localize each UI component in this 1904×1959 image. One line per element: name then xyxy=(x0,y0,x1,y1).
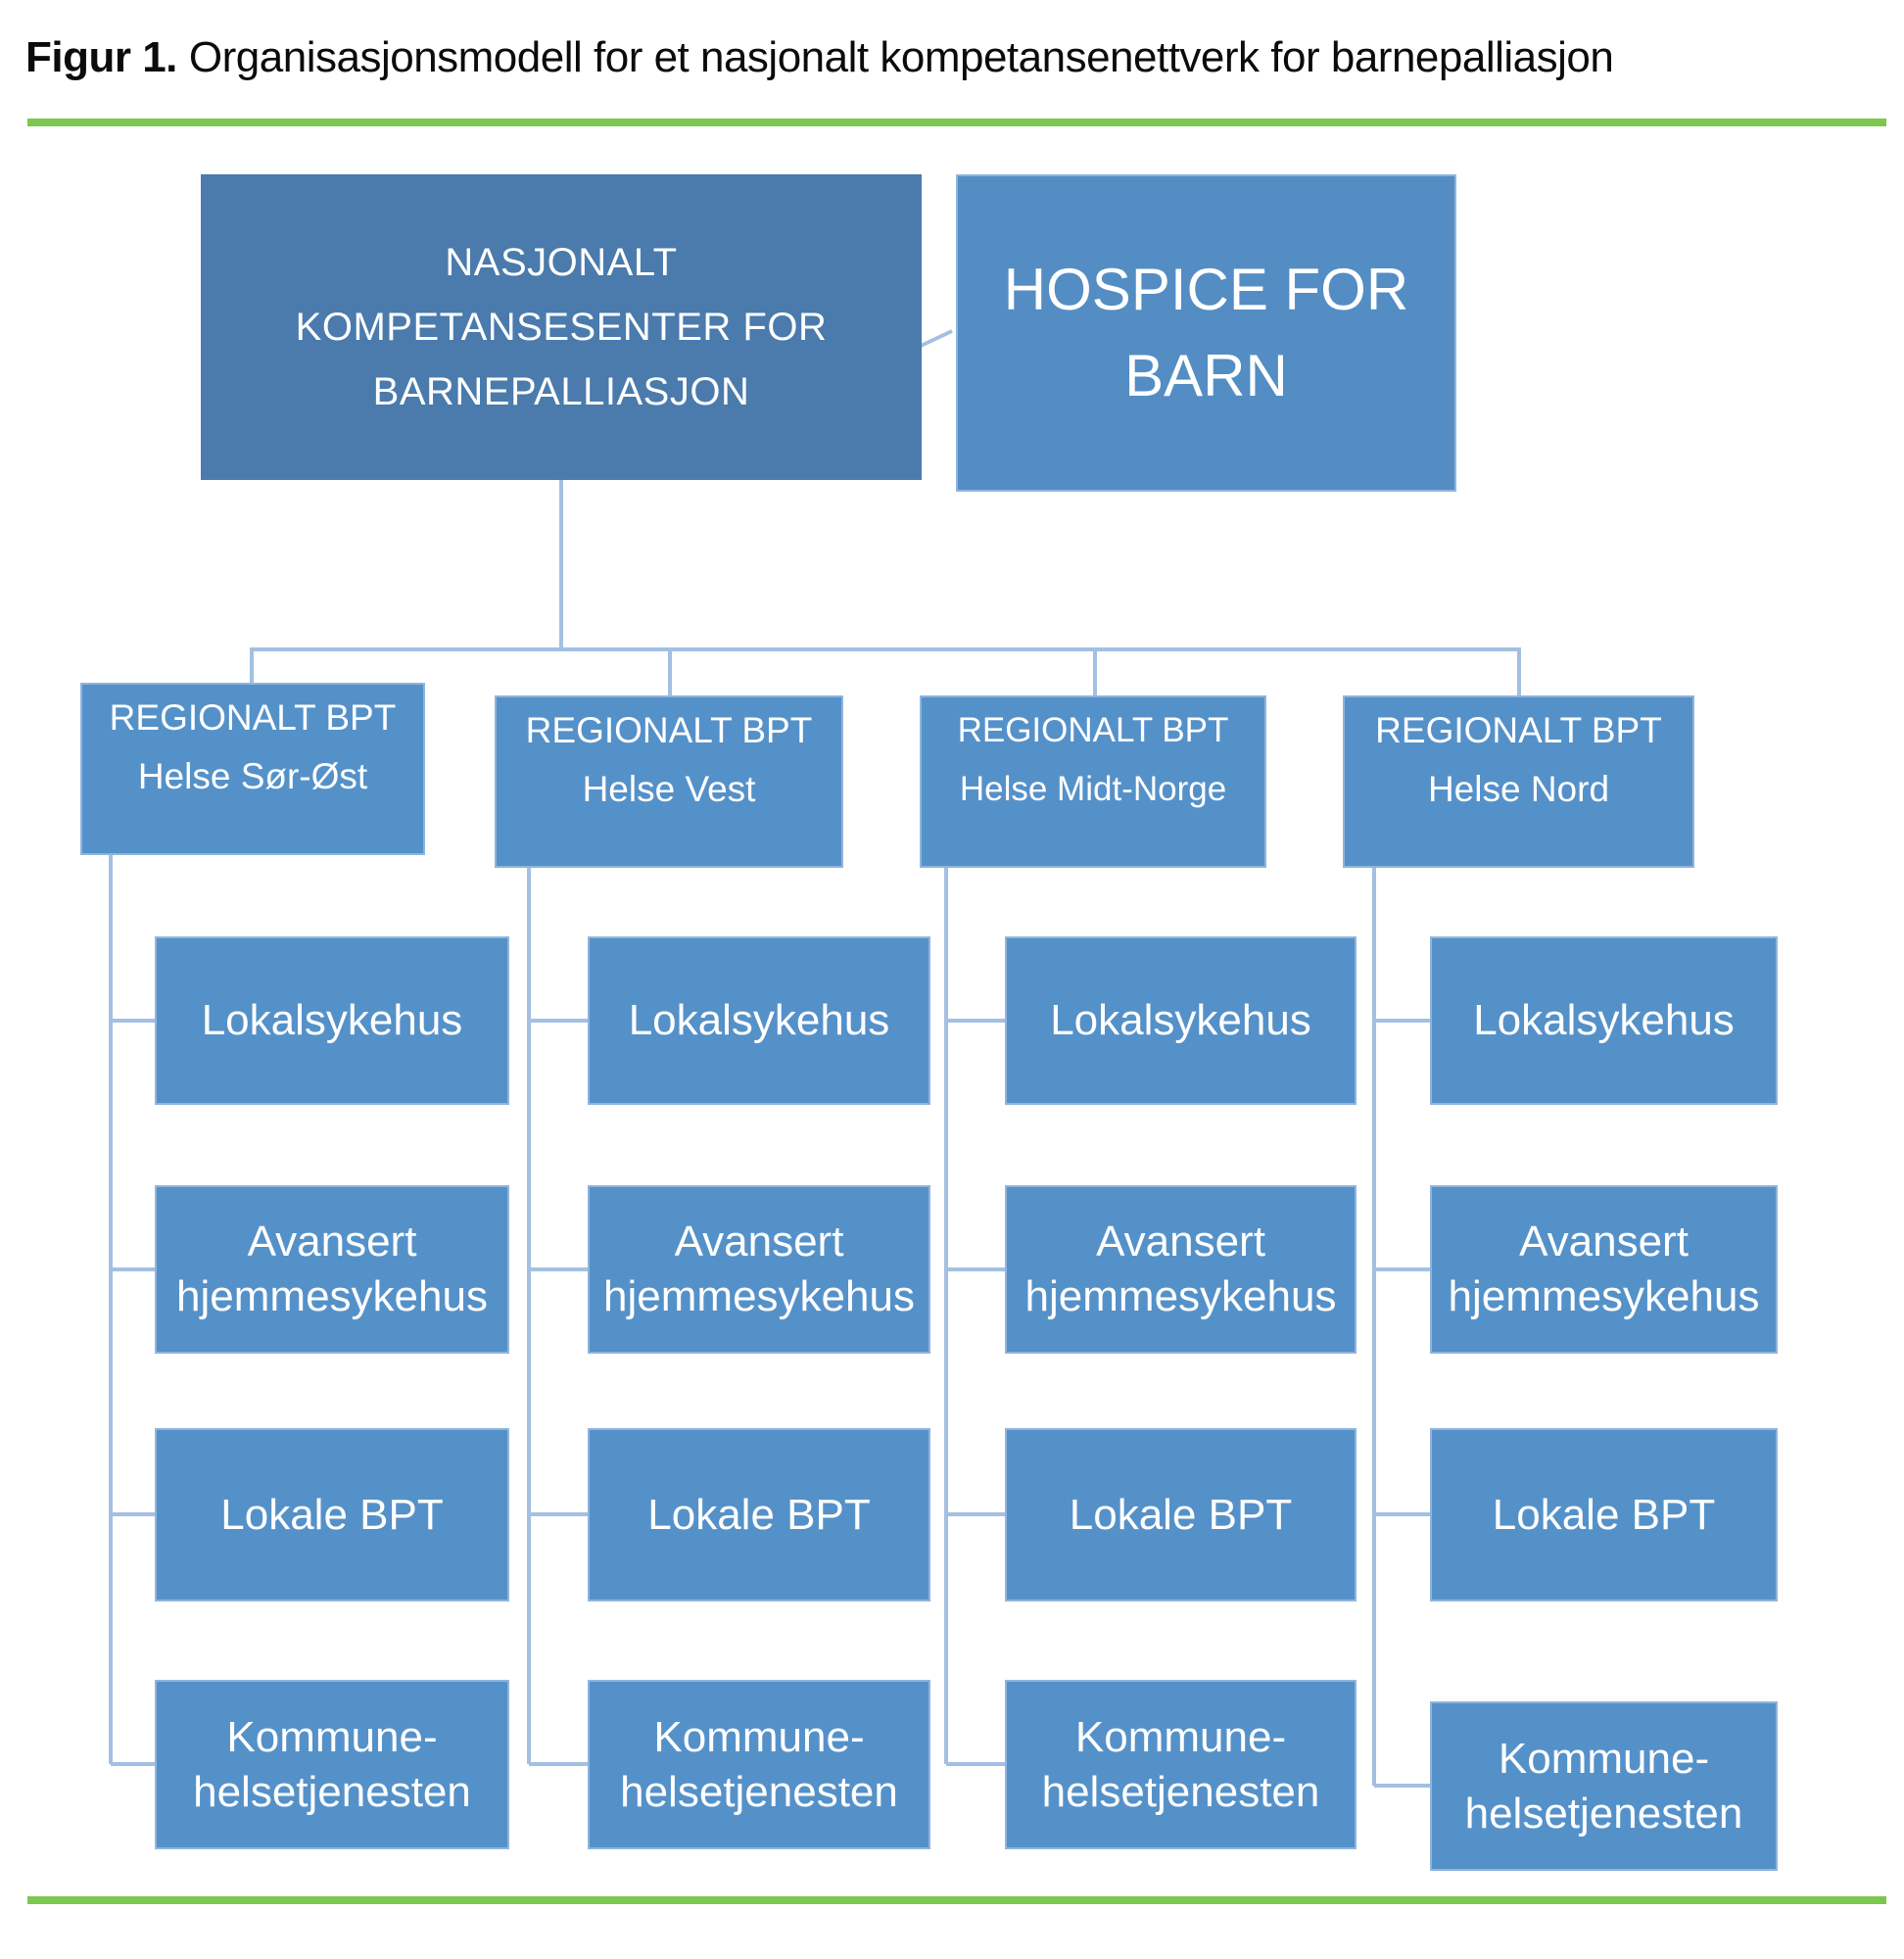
node-line: Avansert xyxy=(1096,1218,1265,1266)
node-line: Kommune- xyxy=(1074,1712,1287,1761)
node-lokale-bpt-col3: Lokale BPT xyxy=(1005,1428,1357,1601)
node-lokale-bpt-col1: Lokale BPT xyxy=(155,1428,509,1601)
node-line: Lokale BPT xyxy=(1069,1490,1293,1539)
node-kommunehelsetjenesten-col4: Kommune- helsetjenesten xyxy=(1430,1701,1778,1871)
root-box-line: BARNEPALLIASJON xyxy=(372,370,750,413)
region-subtitle: Helse Vest xyxy=(582,769,756,809)
region-title: REGIONALT BPT xyxy=(525,710,813,750)
node-avansert-hjemmesykehus-col1: Avansert hjemmesykehus xyxy=(155,1185,509,1354)
region-box-helse-nord: REGIONALT BPT Helse Nord xyxy=(1343,695,1694,868)
node-lokale-bpt-col2: Lokale BPT xyxy=(588,1428,930,1601)
region-box-helse-midt-norge: REGIONALT BPT Helse Midt-Norge xyxy=(920,695,1266,868)
node-avansert-hjemmesykehus-col2: Avansert hjemmesykehus xyxy=(588,1185,930,1354)
node-lokalsykehus-col4: Lokalsykehus xyxy=(1430,936,1778,1105)
node-kommunehelsetjenesten-col2: Kommune- helsetjenesten xyxy=(588,1680,930,1849)
node-line: Avansert xyxy=(674,1218,844,1266)
node-line: helsetjenesten xyxy=(193,1767,471,1816)
node-line: Lokalsykehus xyxy=(628,996,890,1044)
node-line: helsetjenesten xyxy=(620,1767,898,1816)
node-line: helsetjenesten xyxy=(1041,1767,1320,1816)
root-box-nasjonalt-kompetansesenter: NASJONALT KOMPETANSESENTER FOR BARNEPALL… xyxy=(201,174,922,480)
region-title: REGIONALT BPT xyxy=(109,697,397,738)
node-line: hjemmesykehus xyxy=(1024,1272,1337,1320)
node-line: helsetjenesten xyxy=(1464,1789,1743,1838)
figure-title: Figur 1.Organisasjonsmodell for et nasjo… xyxy=(25,29,1867,85)
region-subtitle: Helse Sør-Øst xyxy=(137,756,368,796)
region-subtitle: Helse Nord xyxy=(1427,769,1610,809)
node-line: Lokalsykehus xyxy=(1473,996,1735,1044)
node-line: Avansert xyxy=(247,1218,417,1266)
node-line: Lokalsykehus xyxy=(201,996,463,1044)
node-line: Kommune- xyxy=(653,1712,865,1761)
node-line: hjemmesykehus xyxy=(176,1272,488,1320)
node-avansert-hjemmesykehus-col3: Avansert hjemmesykehus xyxy=(1005,1185,1357,1354)
region-box-helse-sor-ost: REGIONALT BPT Helse Sør-Øst xyxy=(80,683,425,855)
connector-root-hospice xyxy=(918,329,953,349)
node-line: Lokale BPT xyxy=(647,1490,871,1539)
hospice-box-line: HOSPICE FOR xyxy=(1003,257,1409,322)
node-line: Kommune- xyxy=(1498,1734,1710,1783)
node-line: Lokalsykehus xyxy=(1050,996,1311,1044)
hospice-for-barn-box: HOSPICE FOR BARN xyxy=(956,174,1456,492)
node-line: hjemmesykehus xyxy=(1448,1272,1760,1320)
node-lokale-bpt-col4: Lokale BPT xyxy=(1430,1428,1778,1601)
bottom-green-rule xyxy=(27,1896,1886,1904)
region-title: REGIONALT BPT xyxy=(1375,710,1662,750)
figure-title-text: Organisasjonsmodell for et nasjonalt kom… xyxy=(188,33,1614,81)
node-avansert-hjemmesykehus-col4: Avansert hjemmesykehus xyxy=(1430,1185,1778,1354)
region-box-helse-vest: REGIONALT BPT Helse Vest xyxy=(495,695,843,868)
top-green-rule xyxy=(27,119,1886,126)
node-line: Kommune- xyxy=(226,1712,438,1761)
node-lokalsykehus-col1: Lokalsykehus xyxy=(155,936,509,1105)
node-line: Lokale BPT xyxy=(220,1490,444,1539)
figure-title-prefix: Figur 1. xyxy=(25,33,177,81)
region-subtitle: Helse Midt-Norge xyxy=(959,770,1227,808)
root-box-line: NASJONALT xyxy=(445,241,678,284)
node-kommunehelsetjenesten-col3: Kommune- helsetjenesten xyxy=(1005,1680,1357,1849)
root-box-line: KOMPETANSESENTER FOR xyxy=(295,306,828,349)
node-lokalsykehus-col2: Lokalsykehus xyxy=(588,936,930,1105)
node-line: hjemmesykehus xyxy=(603,1272,915,1320)
region-title: REGIONALT BPT xyxy=(957,711,1229,749)
hospice-box-line: BARN xyxy=(1124,343,1288,408)
node-line: Avansert xyxy=(1519,1218,1689,1266)
node-line: Lokale BPT xyxy=(1492,1490,1716,1539)
node-lokalsykehus-col3: Lokalsykehus xyxy=(1005,936,1357,1105)
node-kommunehelsetjenesten-col1: Kommune- helsetjenesten xyxy=(155,1680,509,1849)
